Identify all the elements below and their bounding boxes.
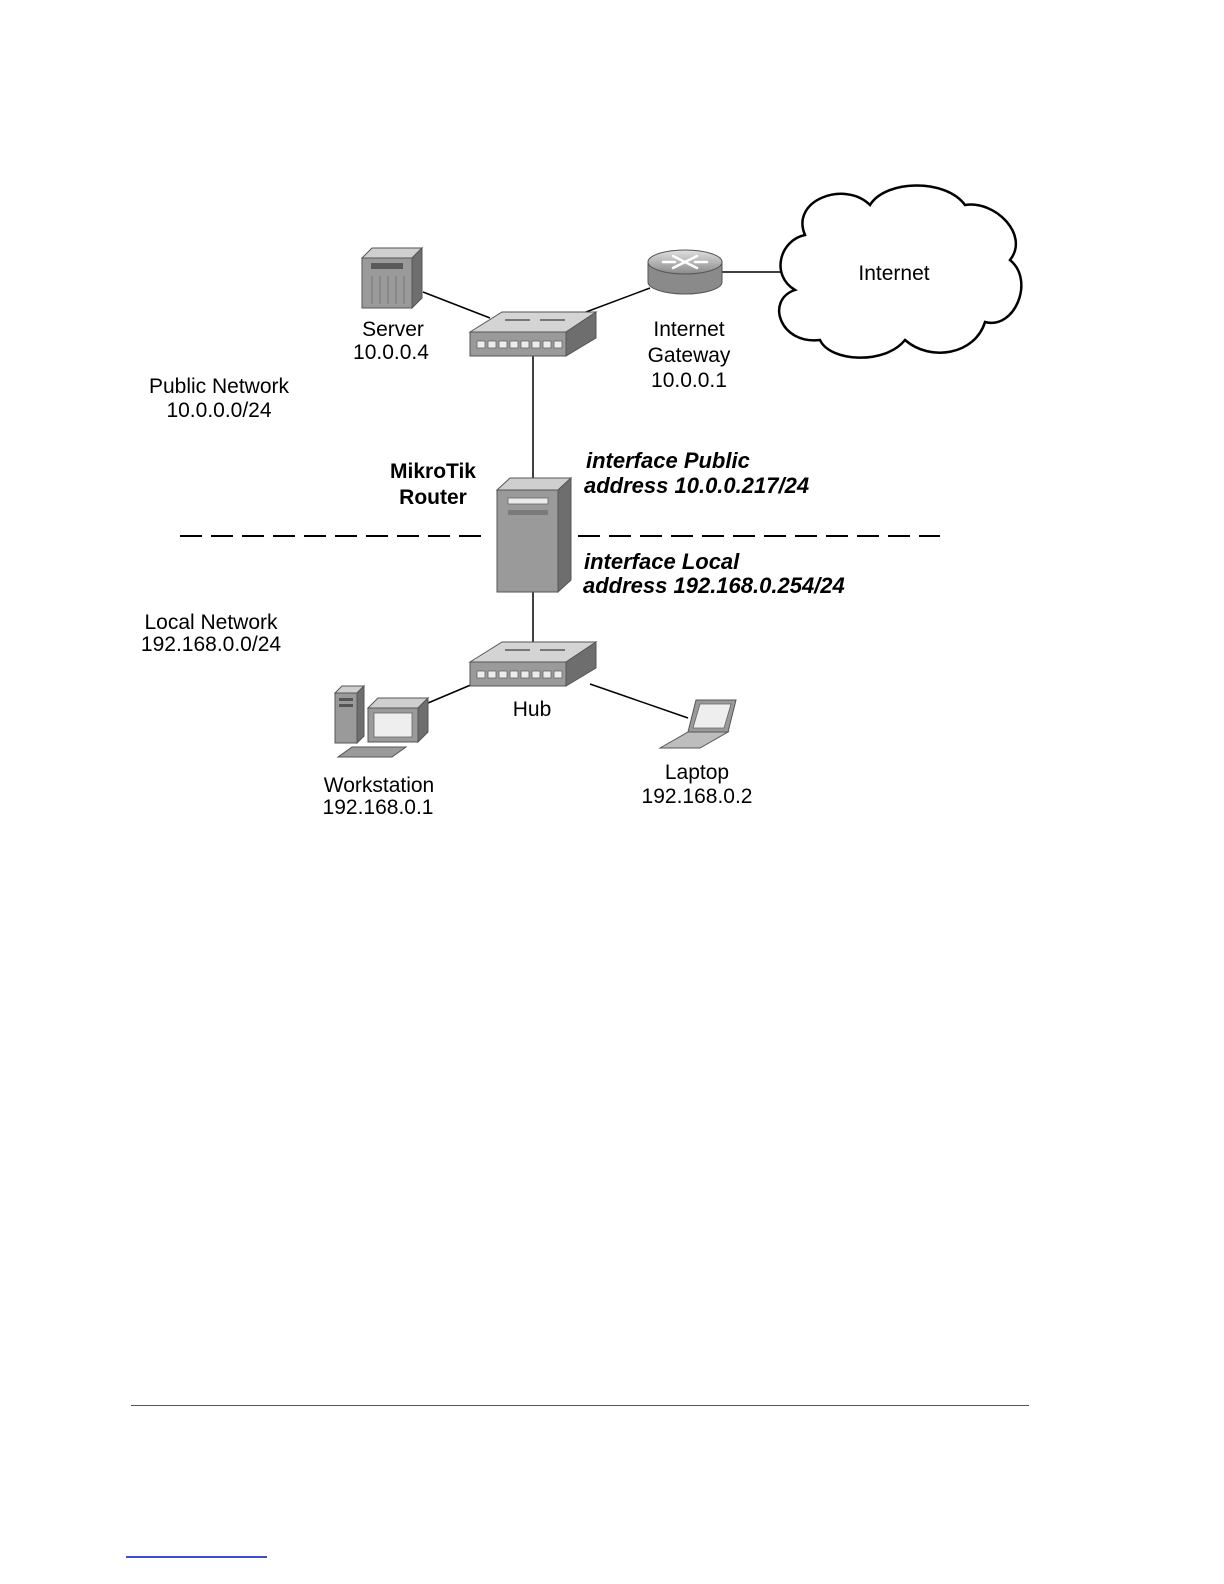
workstation-icon [335,686,428,757]
footer-rule [131,1405,1029,1406]
link-hub-workstation [428,684,473,703]
hub-icon [470,642,596,686]
router-name-line1: MikroTik [390,460,476,483]
server-ip-label: 10.0.0.4 [353,341,429,364]
local-network-subnet: 192.168.0.0/24 [141,633,281,656]
link-server-switch [423,292,490,318]
local-interface-name: interface Local [584,549,740,574]
public-network-subnet: 10.0.0.0/24 [166,399,271,422]
server-icon [362,248,422,308]
laptop-ip-label: 192.168.0.2 [642,785,753,808]
internet-cloud-label: Internet [858,262,929,285]
local-interface-address: address 192.168.0.254/24 [583,573,845,598]
switch-icon [470,312,596,356]
gateway-ip-label: 10.0.0.1 [651,369,727,392]
server-name-label: Server [362,318,424,341]
gateway-name-line2: Gateway [648,344,731,367]
public-network-name: Public Network [149,375,290,398]
hub-label: Hub [513,698,552,721]
router-name-line2: Router [399,486,467,509]
workstation-ip-label: 192.168.0.1 [323,796,434,819]
local-network-name: Local Network [144,611,278,634]
workstation-name-label: Workstation [324,774,435,797]
link-hub-laptop [590,684,688,718]
laptop-icon [660,700,736,748]
laptop-name-label: Laptop [665,761,729,784]
footer-link-underline [126,1556,267,1558]
gateway-name-line1: Internet [653,318,724,341]
router-tower-icon [497,478,571,592]
link-switch-gateway [578,288,650,315]
public-interface-address: address 10.0.0.217/24 [584,473,809,498]
public-interface-name: interface Public [586,448,750,473]
router-icon [648,250,722,294]
